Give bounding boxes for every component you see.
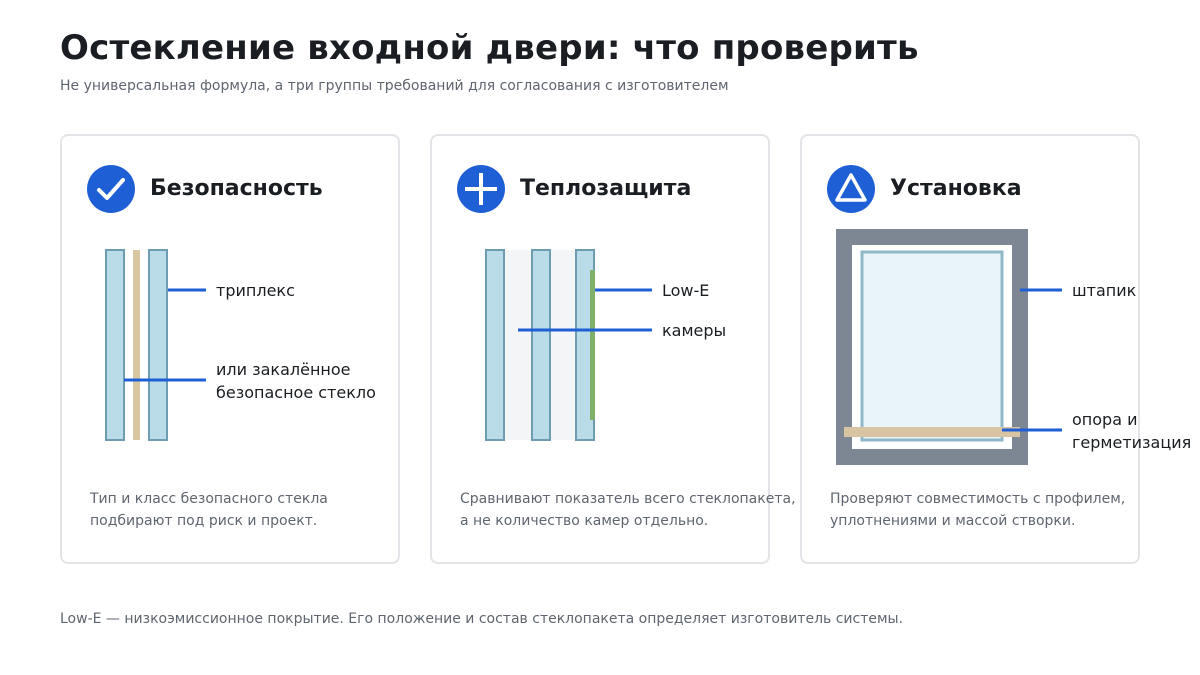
label-triplex: триплекс — [216, 281, 295, 300]
card-title: Безопасность — [150, 176, 323, 201]
insulated-glass-diagram: Low-E камеры — [485, 249, 726, 441]
footnote: Low-E — низкоэмиссионное покрытие. Его п… — [60, 611, 904, 627]
glass-pane — [531, 249, 551, 441]
glass-pane — [485, 249, 505, 441]
plus-icon — [457, 165, 505, 213]
page-subtitle: Не универсальная формула, а три группы т… — [60, 78, 729, 94]
card-installation: Установка штапик опора и герметизация Пр… — [800, 134, 1191, 564]
label-tempered: или закалённое — [216, 360, 351, 379]
card-title: Установка — [890, 176, 1022, 201]
page-title: Остекление входной двери: что проверить — [60, 28, 919, 68]
card-safety: Безопасность триплекс или закалённое без… — [60, 134, 400, 564]
gas-chamber — [504, 250, 532, 440]
card-description: Проверяют совместимость с профилем, упло… — [830, 491, 1126, 529]
card-description: Сравнивают показатель всего стеклопакета… — [460, 491, 796, 529]
glass-pane — [148, 249, 168, 441]
setting-block — [844, 427, 1020, 437]
card-thermal: Теплозащита Low-E камеры Сравнивают пока… — [430, 134, 796, 564]
label-support: опора и — [1072, 410, 1137, 429]
lowe-coating — [590, 270, 595, 420]
check-icon — [87, 165, 135, 213]
label-safety-glass: безопасное стекло — [216, 383, 376, 402]
label-sealing: герметизация — [1072, 433, 1191, 452]
laminated-glass-diagram: триплекс или закалённое безопасное стекл… — [105, 249, 376, 441]
gas-chamber — [550, 250, 576, 440]
card-description: Тип и класс безопасного стекла подбирают… — [90, 491, 328, 529]
glass-pane — [105, 249, 125, 441]
label-lowe: Low-E — [662, 281, 709, 300]
triangle-icon — [827, 165, 875, 213]
card-title: Теплозащита — [520, 176, 692, 201]
glass-unit — [860, 250, 1004, 442]
installation-diagram: штапик опора и герметизация — [836, 229, 1191, 465]
interlayer-film — [133, 250, 140, 440]
label-chambers: камеры — [662, 321, 726, 340]
label-bead: штапик — [1072, 281, 1137, 300]
